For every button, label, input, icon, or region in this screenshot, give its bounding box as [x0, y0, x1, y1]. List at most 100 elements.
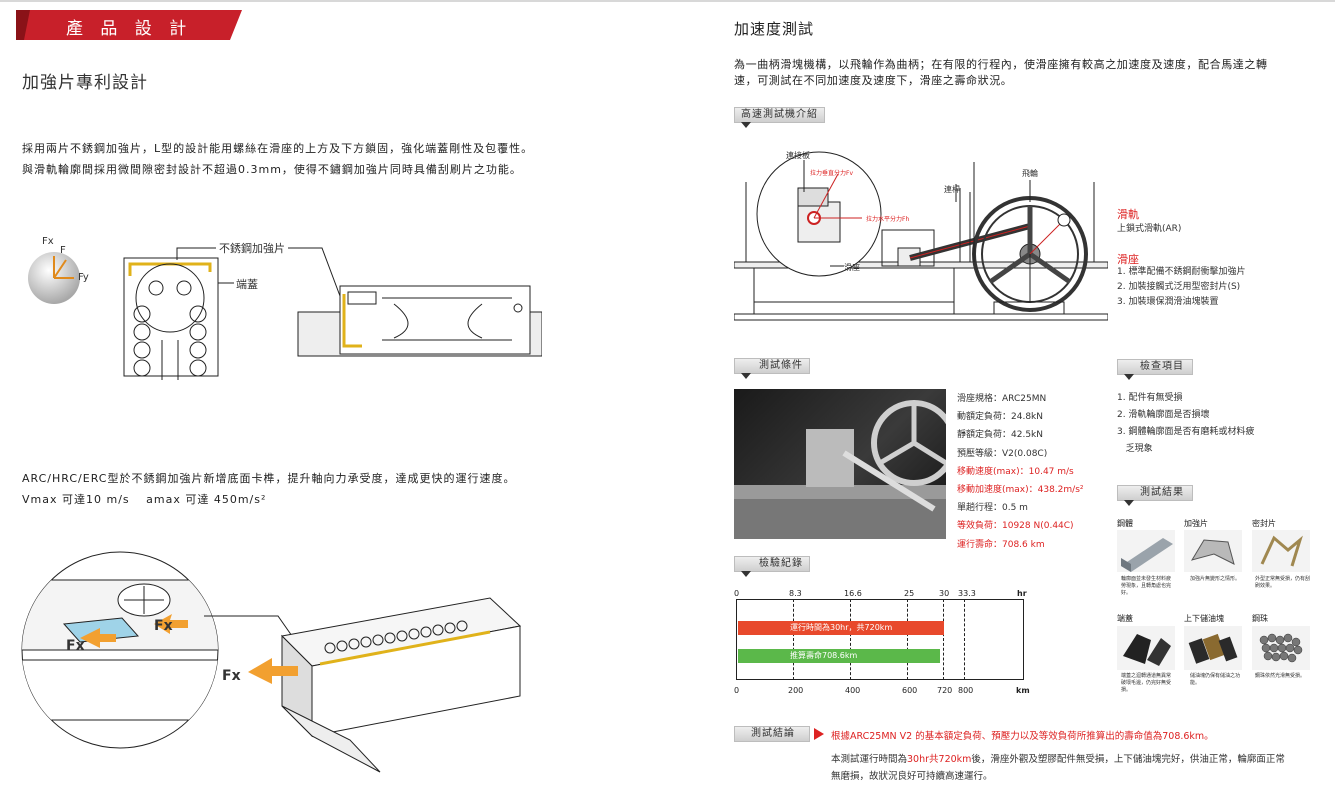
force-fx-label: Fx: [222, 668, 241, 684]
tag-arrow-icon: [741, 122, 751, 128]
force-f-label: F: [60, 245, 66, 256]
condition-item: 單趟行程：0.5 m: [957, 503, 1028, 514]
page-heading-right: 加速度測試: [734, 20, 815, 38]
result-label: 密封片: [1252, 519, 1276, 528]
plate-photo: [1184, 530, 1242, 572]
result-label: 端蓋: [1117, 614, 1133, 623]
tag-arrow-icon: [1124, 500, 1134, 506]
life-bar-label: 推算壽命708.6km: [790, 651, 858, 660]
conclusion-arrow-icon: [814, 728, 824, 740]
result-label: 鋼珠: [1252, 614, 1268, 623]
inspection-item: 1. 配件有無受損: [1117, 393, 1183, 403]
paragraph-line: 與滑軌輪廓間採用微間隙密封設計不超過0.3mm，使得不鏽鋼加強片同時具備刮刷片之…: [22, 163, 522, 176]
gridline: [943, 599, 944, 680]
result-caption: 輪廓面並未發生材料疲勞現象，且轉角處也完好。: [1121, 576, 1172, 596]
record-chart-frame: [736, 599, 1024, 680]
tag-label: 測試條件: [759, 360, 803, 371]
block-title: 滑座: [1117, 253, 1139, 266]
seal-photo: [1252, 530, 1310, 572]
snap-fit-diagram: Fx Fx Fx: [20, 540, 540, 780]
tag-inspection: 檢查項目: [1117, 359, 1193, 380]
condition-item: 預壓等級：V2(0.08C): [957, 448, 1048, 459]
hr-unit: hr: [1017, 589, 1027, 598]
rail-title: 滑軌: [1117, 208, 1139, 221]
gridline: [850, 599, 851, 680]
horizontal-force-label: 拉力水平分力Fh: [866, 216, 910, 223]
tag-label: 測試結果: [1140, 487, 1184, 498]
tag-arrow-icon: [741, 571, 751, 577]
inspection-item: 3. 鋼體輪廓面是否有磨耗或材料疲: [1117, 427, 1255, 437]
result-caption: 鋼珠依然光滑無受損。: [1255, 673, 1306, 679]
force-fx-label: Fx: [42, 236, 54, 247]
gridline: [907, 599, 908, 680]
condition-item: 移動速度(max)：10.47 m/s: [957, 466, 1074, 477]
conditions-list: 滑座規格：ARC25MN 動額定負荷：24.8kN 靜額定負荷：42.5kN 預…: [957, 390, 1084, 554]
condition-item: 動額定負荷：24.8kN: [957, 412, 1043, 423]
hr-tick: 8.3: [789, 589, 802, 598]
hr-tick: 30: [939, 589, 950, 598]
plate-label: 連接板: [786, 151, 810, 160]
page-heading-left: 加強片專利設計: [22, 73, 148, 93]
paragraph-line: ARC/HRC/ERC型於不銹鋼加強片新增底面卡榫，提升軸向力承受度，達成更快的…: [22, 472, 516, 485]
runtime-bar-label: 運行時間為30hr，共720km: [790, 623, 893, 632]
tag-results: 測試結果: [1117, 485, 1193, 506]
tag-arrow-icon: [1124, 374, 1134, 380]
tag-conditions: 測試條件: [734, 358, 810, 379]
machine-drawing: [733, 151, 1109, 321]
test-photo: [734, 389, 957, 539]
banner-shape: [16, 10, 242, 40]
condition-item: 移動加速度(max)：438.2m/s²: [957, 485, 1084, 496]
result-caption: 端蓋之迴轉通道無異常破壞毛邊，仍完好無受損。: [1121, 673, 1172, 693]
block-drawing: [21, 551, 522, 773]
result-caption: 加強片無變形之情形。: [1190, 576, 1241, 582]
top-rule: [0, 0, 1335, 2]
gridline: [793, 599, 794, 680]
conclusion-text: 後，滑座外觀及塑膠配件無受損，上下儲油塊完好，供油正常，輪廓面正常: [971, 754, 1285, 765]
balls-photo: [1252, 626, 1310, 670]
tag-conclusion: 測試結論: [734, 726, 810, 742]
force-fx-label: Fx: [154, 618, 173, 634]
block-feature-item: 3. 加裝環保潤滑油塊裝置: [1117, 297, 1219, 307]
flywheel-label: 飛輪: [1022, 169, 1038, 178]
km-tick: 600: [902, 686, 918, 695]
reinforcement-plate-diagram: Fx F Fy 不銹鋼加強片 端蓋: [22, 228, 543, 388]
condition-item: 運行壽命：708.6 km: [957, 539, 1045, 550]
km-tick: 200: [788, 686, 804, 695]
conclusion-line: 本測試運行時間為30hr共720km後，滑座外觀及塑膠配件無受損，上下儲油塊完好…: [831, 751, 1285, 765]
tag-label: 檢查項目: [1140, 361, 1184, 372]
conclusion-highlight: 30hr共720km: [907, 754, 972, 765]
paragraph-line: 採用兩片不銹鋼加強片，L型的設計能用螺絲在滑座的上方及下方鎖固，強化端蓋剛性及包…: [22, 142, 534, 155]
endcap-label: 端蓋: [236, 278, 258, 291]
tag-machine: 高速測試機介紹: [734, 107, 825, 128]
hr-tick: 16.6: [844, 589, 862, 598]
force-fx-label: Fx: [66, 638, 85, 654]
hr-tick: 33.3: [958, 589, 976, 598]
banner-title: 產 品 設 計: [66, 19, 193, 39]
km-tick: 720: [937, 686, 953, 695]
block-feature-item: 2. 加裝接觸式泛用型密封片(S): [1117, 282, 1241, 292]
tag-label: 測試結論: [751, 728, 795, 739]
intro-line: 速，可測試在不同加速度及速度下，滑座之壽命狀況。: [734, 74, 1013, 87]
tag-record: 檢驗紀錄: [734, 556, 810, 577]
rail-photo: [1117, 530, 1175, 572]
result-label: 加強片: [1184, 519, 1208, 528]
runtime-bar: 運行時間為30hr，共720km: [738, 621, 944, 635]
endcap-photo: [1117, 626, 1175, 670]
result-caption: 儲油塊仍保有儲油之功能。: [1190, 673, 1241, 686]
block-features: 1. 標準配備不銹鋼耐衝擊加強片 2. 加裝接觸式泛用型密封片(S) 3. 加裝…: [1117, 265, 1245, 310]
km-tick: 800: [958, 686, 974, 695]
conclusion-line: 根據ARC25MN V2 的基本額定負荷、預壓力以及等效負荷所推算出的壽命值為7…: [831, 731, 1214, 742]
rail-desc: 上鎖式滑軌(AR): [1117, 224, 1182, 234]
condition-item: 滑座規格：ARC25MN: [957, 394, 1047, 404]
intro-line: 為一曲柄滑塊機構，以飛輪作為曲柄；在有限的行程內，使滑座擁有較高之加速度及速度，…: [734, 58, 1268, 71]
hr-tick: 0: [734, 589, 740, 598]
conclusion-text: 本測試運行時間為: [831, 754, 908, 765]
cross-section-drawing: [28, 247, 543, 380]
tag-arrow-icon: [741, 373, 751, 379]
force-fy-label: Fy: [78, 272, 89, 283]
result-caption: 外型正常無受損，仍有刮刷效果。: [1255, 576, 1311, 589]
block-label: 滑座: [844, 263, 860, 272]
photo-drawing: [734, 400, 957, 539]
condition-item: 靜額定負荷：42.5kN: [957, 430, 1043, 441]
tag-label: 高速測試機介紹: [741, 109, 818, 120]
